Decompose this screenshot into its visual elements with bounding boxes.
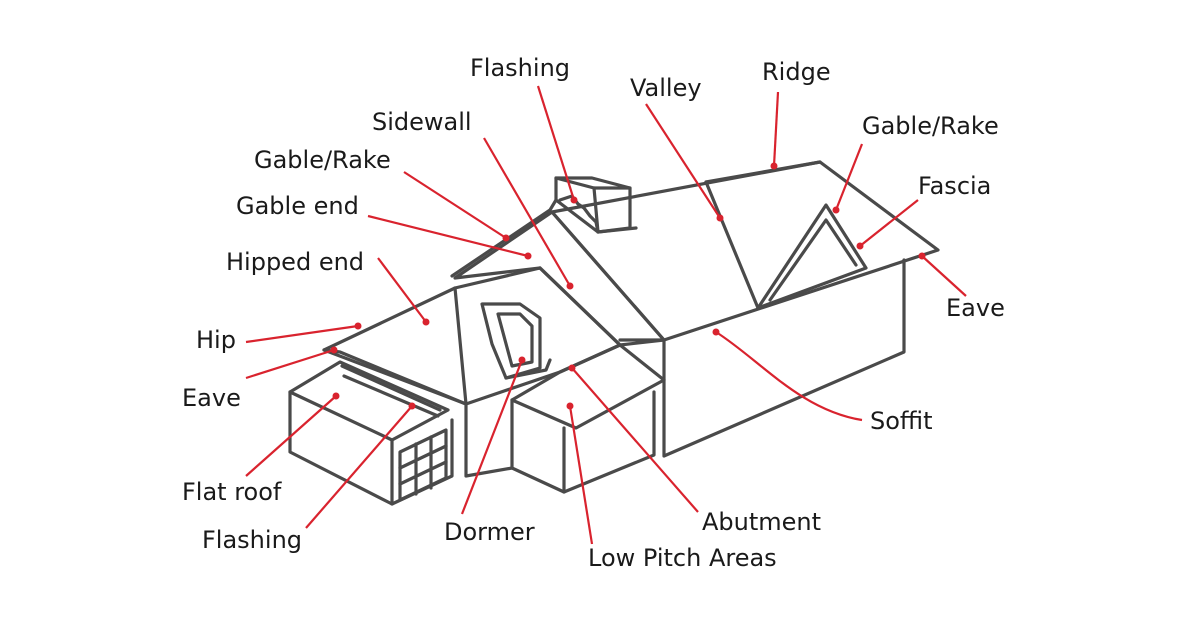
leader-gable-rake-left (403, 171, 507, 239)
leader-eave-left (245, 348, 335, 380)
hip-line (453, 286, 468, 406)
dot-hipped-end (422, 318, 430, 326)
label-eave-left: Eave (182, 384, 241, 412)
low-wing-walls (510, 390, 656, 494)
dormer-flashing (504, 358, 552, 380)
label-eave-right: Eave (946, 294, 1005, 322)
leader-gable-end (367, 214, 529, 258)
leader-hipped-end (377, 257, 427, 323)
leader-flashing-bottom (305, 405, 413, 529)
dormer-body (480, 302, 542, 380)
dot-gable-rake-left (502, 234, 510, 242)
dot-low-pitch (566, 402, 574, 410)
leader-hip (245, 324, 359, 344)
label-dormer: Dormer (444, 518, 535, 546)
low-pitch-roof (510, 343, 666, 430)
label-hip: Hip (196, 326, 236, 354)
label-flat-roof: Flat roof (182, 478, 282, 506)
hip-wall (464, 402, 514, 478)
label-soffit: Soffit (870, 407, 933, 435)
label-gable-end: Gable end (236, 192, 359, 220)
label-low-pitch-areas: Low Pitch Areas (588, 544, 777, 572)
dot-gable-rake-right (832, 206, 840, 214)
label-fascia: Fascia (918, 172, 992, 200)
dot-fascia (856, 242, 864, 250)
label-sidewall: Sidewall (372, 108, 472, 136)
leader-eave-right (921, 255, 967, 297)
label-gable-rake-left: Gable/Rake (254, 146, 391, 174)
dot-dormer (518, 356, 526, 364)
dot-gable-end (524, 252, 532, 260)
dot-abutment (568, 364, 576, 372)
label-hipped-end: Hipped end (226, 248, 365, 276)
dot-eave-left (330, 346, 338, 354)
leader-flashing-top (536, 85, 576, 201)
leader-soffit (715, 331, 863, 422)
garage-flashing-2 (342, 374, 440, 418)
leader-low-pitch (568, 405, 594, 545)
label-ridge: Ridge (762, 58, 831, 86)
label-flashing-bottom: Flashing (202, 526, 303, 554)
gable-inner (768, 218, 858, 302)
garage-roof (288, 360, 450, 442)
dot-flashing-bottom (408, 402, 416, 410)
dot-soffit (712, 328, 720, 336)
dot-eave-right (918, 252, 926, 260)
leader-abutment (571, 367, 699, 513)
leader-dormer (460, 359, 524, 515)
gable-triangle (756, 203, 868, 310)
dot-flashing-top (570, 196, 578, 204)
garage-door-grid (398, 435, 448, 496)
dormer-window (496, 312, 534, 368)
leader-ridge (772, 91, 780, 167)
ridge-line (704, 160, 822, 184)
label-abutment: Abutment (702, 508, 822, 536)
dot-hip (354, 322, 362, 330)
dot-sidewall (566, 282, 574, 290)
label-flashing-top: Flashing (470, 54, 571, 82)
label-gable-rake-right: Gable/Rake (862, 112, 999, 140)
mid-roof (453, 210, 666, 347)
leader-fascia (859, 199, 919, 247)
leader-valley (645, 103, 721, 219)
main-wall (662, 258, 906, 458)
dot-ridge (770, 162, 778, 170)
hip-roof (322, 266, 622, 406)
leader-sidewall (483, 137, 571, 287)
leader-flat-roof (245, 395, 337, 477)
dot-valley (716, 214, 724, 222)
label-valley: Valley (630, 74, 702, 102)
dot-flat-roof (332, 392, 340, 400)
garage-flashing (340, 364, 442, 412)
gable-rake-left (450, 198, 558, 278)
valley-line (704, 180, 760, 310)
leader-gable-rake-right (834, 143, 864, 211)
